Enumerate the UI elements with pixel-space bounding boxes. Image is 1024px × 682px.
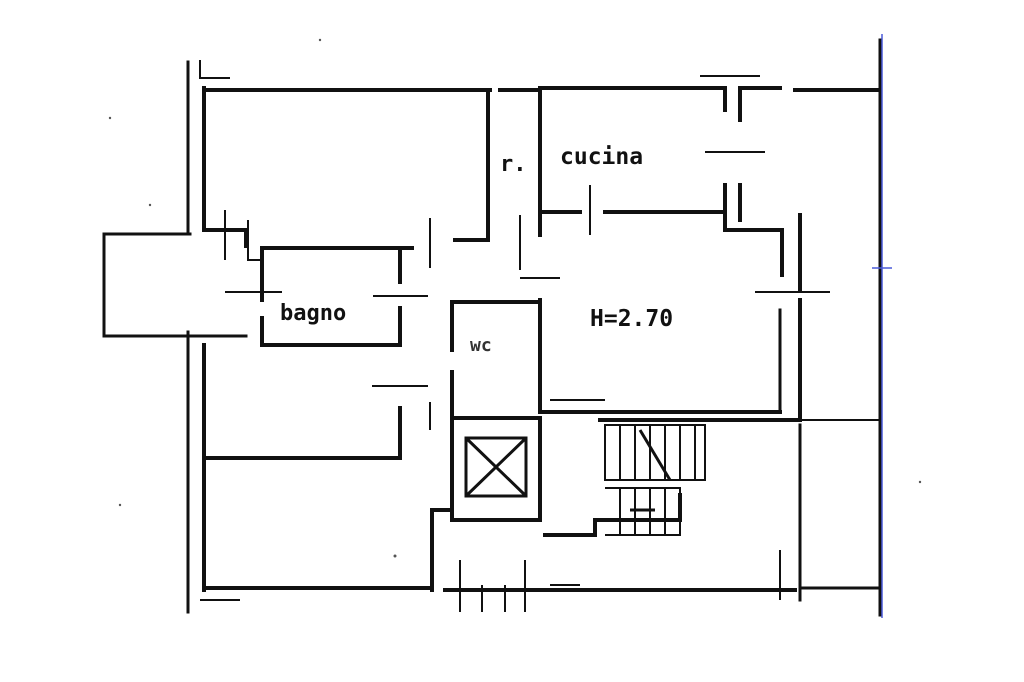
room-label-storage: r. xyxy=(500,152,527,177)
specks xyxy=(108,38,922,558)
room-label-bathroom: bagno xyxy=(280,301,347,326)
elevator-shaft xyxy=(464,436,528,498)
room-label-toilet: wc xyxy=(470,335,492,356)
staircase xyxy=(604,424,706,536)
ceiling-height-label: H=2.70 xyxy=(590,306,674,332)
walls xyxy=(102,38,882,617)
room-label-kitchen: cucina xyxy=(560,144,644,170)
door-and-window-marks xyxy=(199,60,830,612)
edge-lines xyxy=(872,34,892,618)
